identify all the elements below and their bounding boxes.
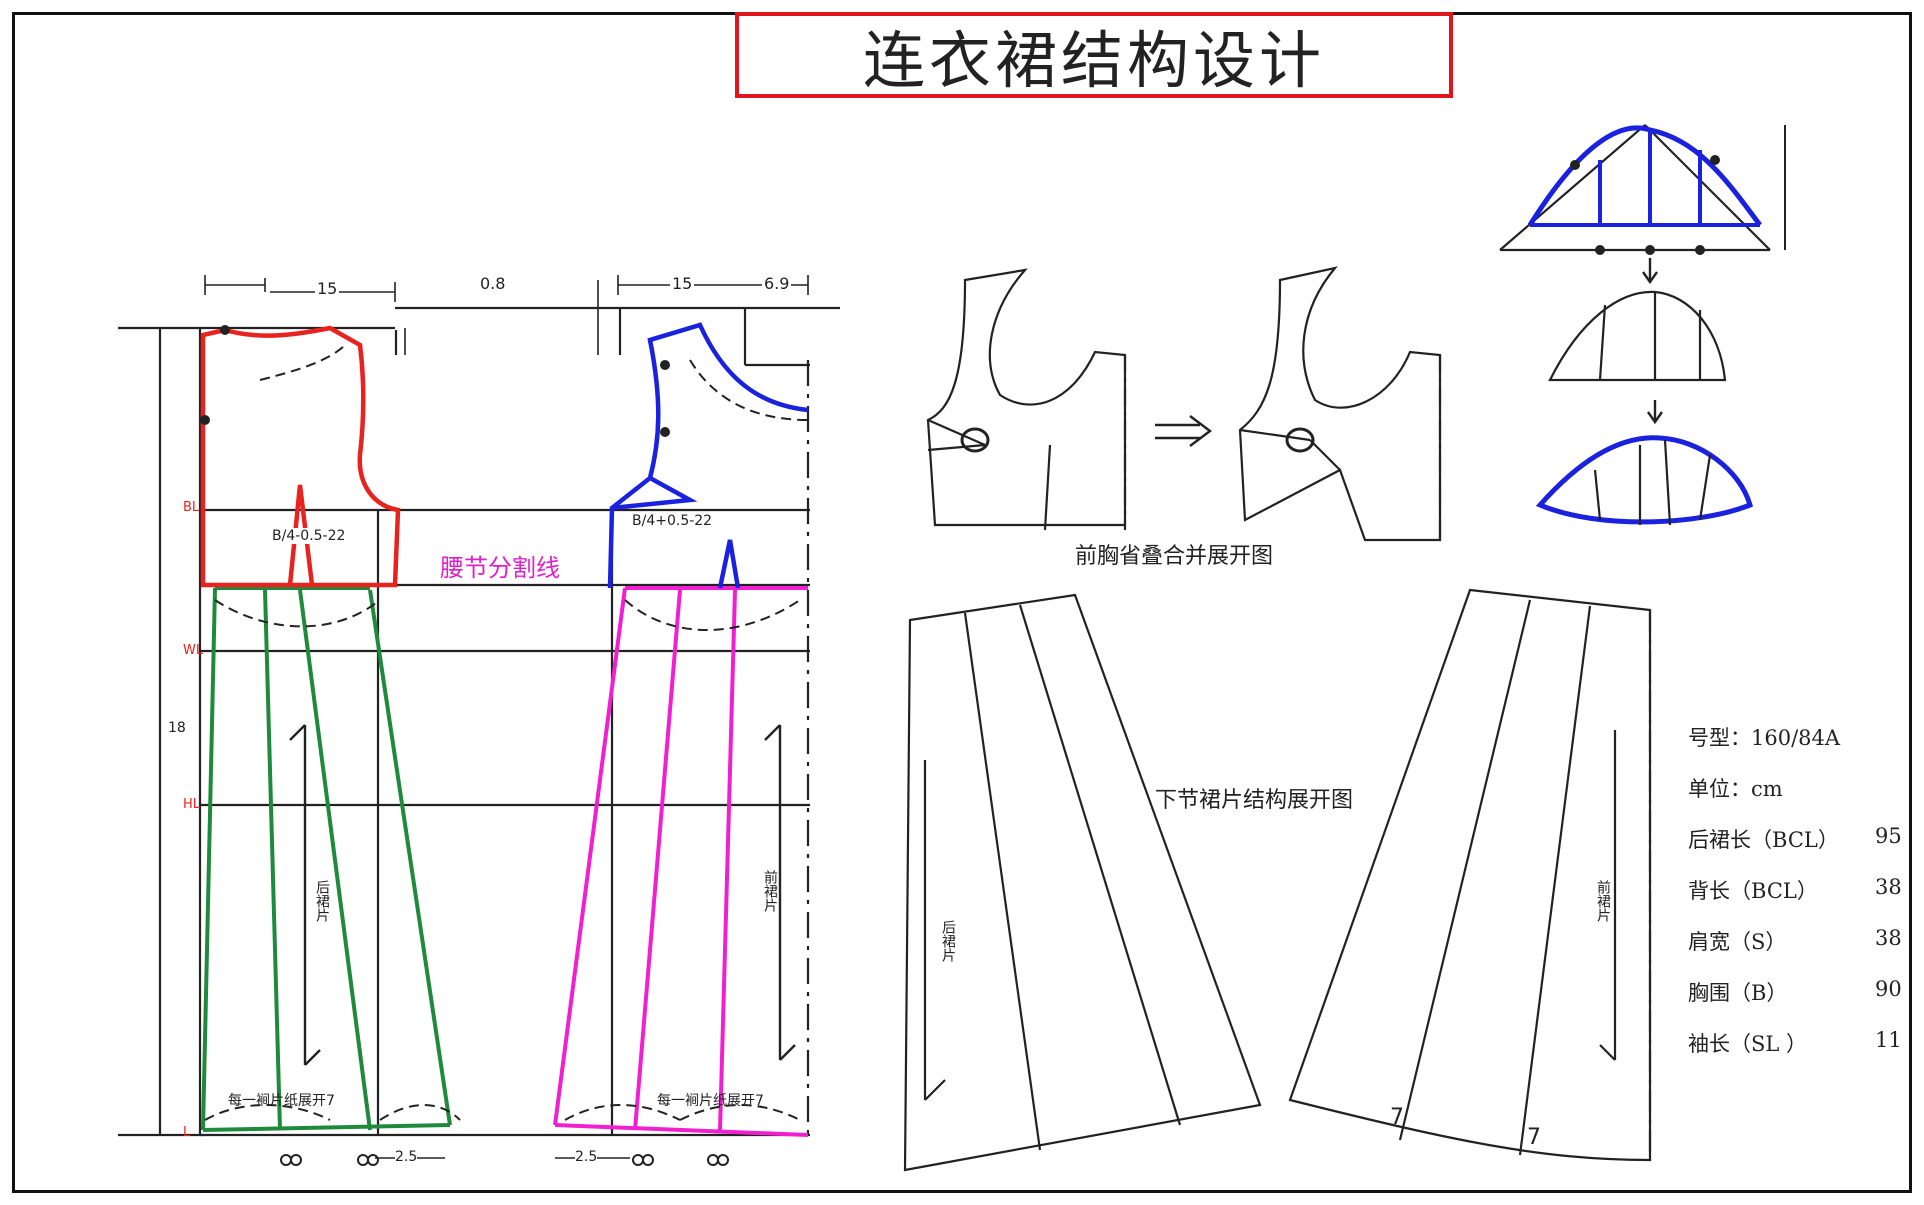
draft-grid <box>118 306 840 1137</box>
spec-row-value: 95 <box>1875 824 1902 848</box>
front-skirt-label: 前裙片 <box>1595 880 1611 922</box>
bust-formula-back: B/4-0.5-22 <box>272 528 346 544</box>
spec-row-value: 90 <box>1875 977 1902 1001</box>
hem-note-front: 每一裥片纸展开7 <box>657 1093 764 1109</box>
front-skirt-pattern <box>553 586 809 1137</box>
bodice-before-closing <box>926 268 1127 531</box>
measure-6-9: 6.9 <box>762 274 792 293</box>
hem-2-5-left: 2.5 <box>395 1149 418 1165</box>
waist-seam-label: 腰节分割线 <box>440 554 560 582</box>
back-waist-dart <box>287 484 315 586</box>
sleeve-draft <box>1499 124 1786 526</box>
measure-0-8: 0.8 <box>480 274 506 293</box>
spec-size: 号型：160/84A <box>1688 726 1841 750</box>
spec-row-label: 胸围（B） <box>1688 981 1788 1005</box>
spec-row-value: 11 <box>1875 1028 1902 1052</box>
notch-markers <box>200 155 1720 453</box>
title-box: 连衣裙结构设计 <box>735 12 1453 98</box>
front-bust-dart <box>717 539 741 589</box>
back-bodice-outline <box>200 325 401 588</box>
mark-hl: HL <box>183 797 201 812</box>
hem-note-back: 每一裥片纸展开7 <box>228 1093 335 1109</box>
measure-15-left: 15 <box>315 279 340 298</box>
scissors-icon <box>280 1154 729 1166</box>
construction-curves <box>204 344 809 1121</box>
front-piece-skirt-label: 前裙片 <box>762 870 778 912</box>
top-dimensions <box>204 275 809 355</box>
page-title: 连衣裙结构设计 <box>862 24 1325 97</box>
bodice-after-closing <box>1238 266 1442 542</box>
back-piece-skirt-label: 后裙片 <box>314 880 330 922</box>
spec-row-label: 后裙长（BCL） <box>1688 828 1839 852</box>
spec-row-label: 袖长（SL ） <box>1688 1032 1808 1056</box>
grainlines <box>289 724 796 1066</box>
merge-arrow-icon <box>1155 415 1212 447</box>
spec-row-label: 肩宽（S） <box>1688 930 1787 954</box>
spec-unit: 单位：cm <box>1688 777 1783 801</box>
skirt-pleat-7-a: 7 <box>1390 1105 1404 1130</box>
front-skirt-spread <box>1288 588 1652 1162</box>
back-skirt-spread <box>903 593 1262 1172</box>
hem-2-5-right: 2.5 <box>575 1149 598 1165</box>
spec-row-label: 背长（BCL） <box>1688 879 1818 903</box>
spec-row-value: 38 <box>1875 875 1902 899</box>
bodice-dart-caption: 前胸省叠合并展开图 <box>1075 544 1274 569</box>
skirt-pleat-7-b: 7 <box>1527 1125 1541 1150</box>
back-skirt-pattern <box>201 586 452 1132</box>
diagram-frame <box>12 12 1912 1193</box>
front-bodice-outline <box>607 322 809 589</box>
mark-l: L <box>183 1125 191 1140</box>
skirt-caption: 下节裙片结构展开图 <box>1155 788 1354 813</box>
mark-bl: BL <box>183 500 200 515</box>
bust-formula-front: B/4+0.5-22 <box>632 513 713 529</box>
spec-row-value: 38 <box>1875 926 1902 950</box>
back-skirt-label: 后裙片 <box>940 920 956 962</box>
mark-wl: WL <box>183 643 204 658</box>
measure-15-right: 15 <box>670 274 695 293</box>
mark-18: 18 <box>168 720 186 736</box>
